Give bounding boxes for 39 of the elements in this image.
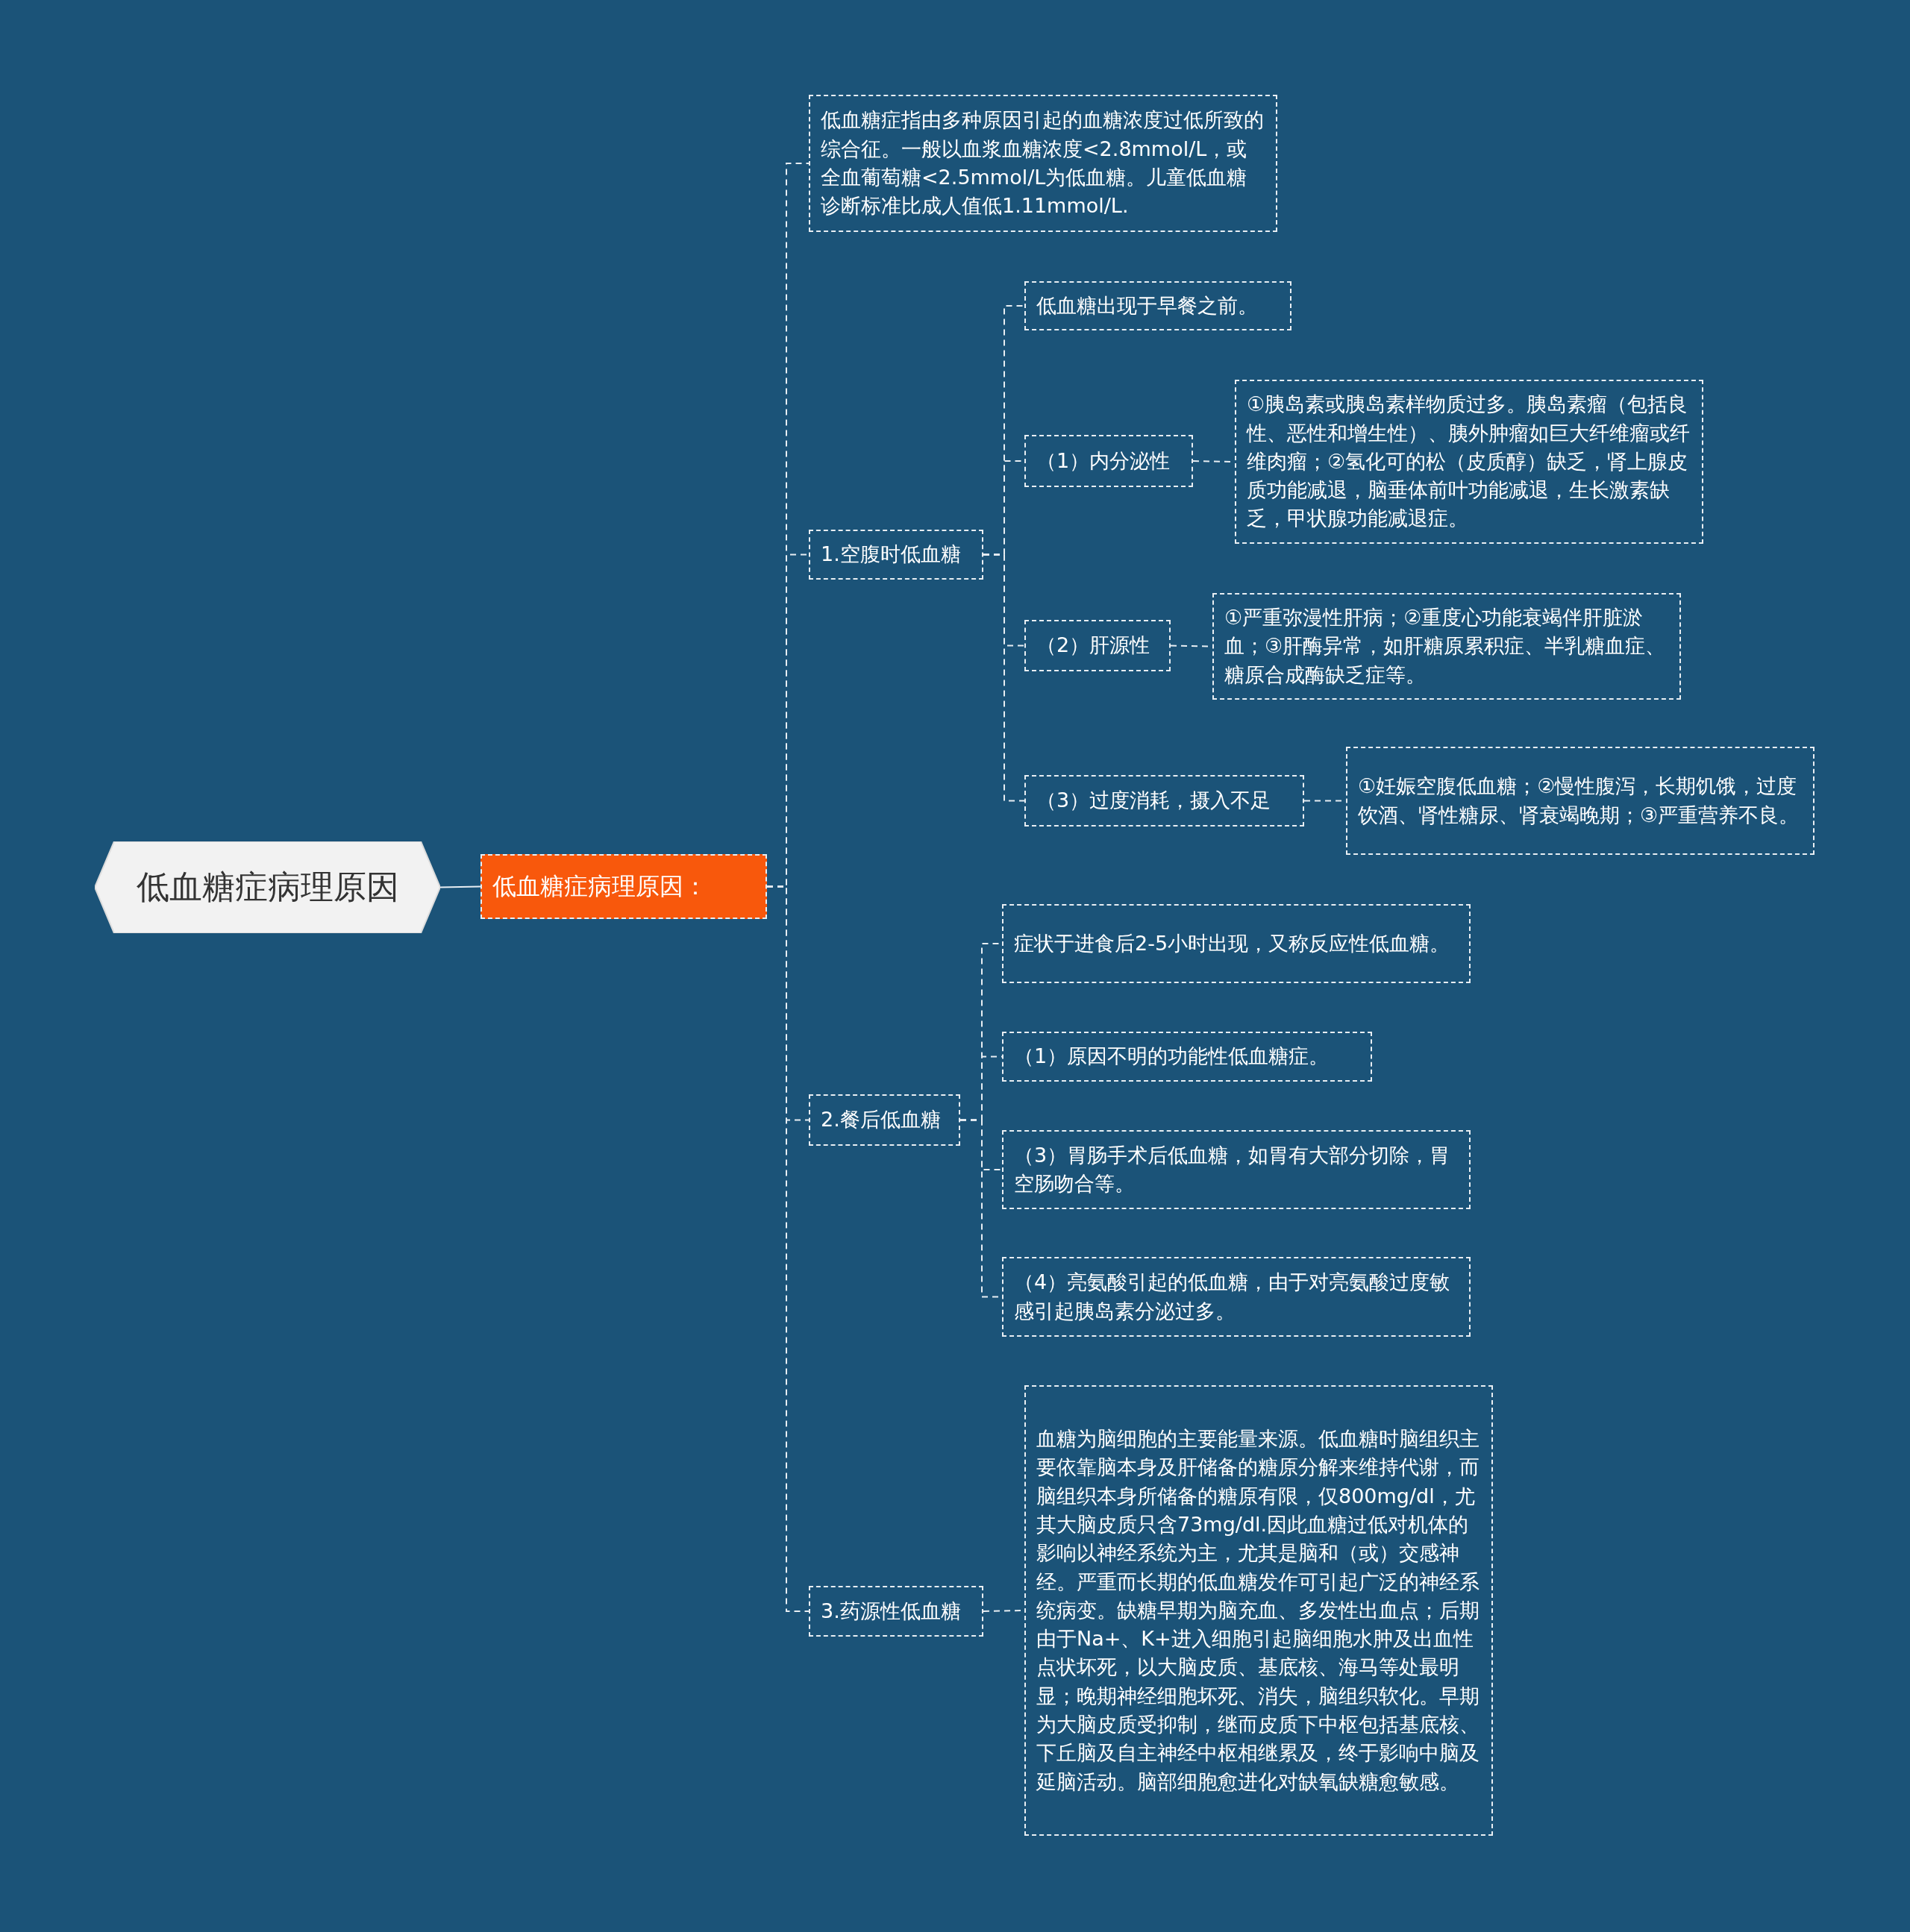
subtopic-box [1024,620,1171,671]
topic-text: 血糖为脑细胞的主要能量来源。低血糖时脑组织主要依靠脑本身及肝储备的糖原分解来维持代谢，而脑组织本身所储备的糖原有限，仅800mg/dl，尤其大脑皮质只含73mg/dl.因此血糖过低对机体的影响以神经系统为主，尤其是脑和（或）交感神经。严重而长期的低血糖发作可引起广泛的神经系统病变。缺糖早期为脑充血、多发性出血点；后期由于Na+、K+进入细胞引起脑细胞水肿及出血性点状坏死，以大脑皮质、基底核、海马等处最明显；晚期神经细胞坏死、消失，脑组织软化。早期为大脑皮质受抑制，继而皮质下中枢包括基底核、下丘脑及自主神经中枢相继累及，终于影响中脑及延脑活动。脑部细胞愈进化对缺氧缺糖愈敏感。 [1036,1426,1480,1795]
topic-text: （1）内分泌性 [1036,448,1171,474]
note-box [1002,1257,1471,1337]
topic-text: （2）肝源性 [1036,633,1150,659]
connector-line [439,885,481,888]
subtopic-box [809,1586,983,1637]
note-box [1002,1032,1372,1082]
topic-text: 低血糖出现于早餐之前。 [1036,292,1258,319]
topic-text: 3.药源性低血糖 [821,1598,961,1624]
note-box [1002,904,1471,983]
topic-text: （1）原因不明的功能性低血糖症。 [1014,1044,1330,1070]
topic-text: ①严重弥漫性肝病；②重度心功能衰竭伴肝脏淤血；③肝酶异常，如肝糖原累积症、半乳糖血症、糖原合成酶缺乏症等。 [1224,605,1667,688]
note-box [1024,281,1291,330]
subtopic-box [1024,775,1304,827]
topic-text: （3）胃肠手术后低血糖，如胃有大部分切除，胃空肠吻合等。 [1014,1142,1451,1196]
connector-line [983,553,1025,802]
note-box [1212,593,1681,700]
topic-text: 低血糖症指由多种原因引起的血糖浓度过低所致的综合征。一般以血浆血糖浓度<2.8mmol/L，或全血葡萄糖<2.5mmol/L为低血糖。儿童低血糖诊断标准比成人值低1.11mmol/L. [821,107,1265,219]
topic-text: 低血糖症病理原因： [492,871,707,902]
connector-line [766,885,810,1612]
note-box [1346,747,1814,855]
note-box [1024,1385,1493,1836]
topic-text: ①胰岛素或胰岛素样物质过多。胰岛素瘤（包括良性、恶性和增生性）、胰外肿瘤如巨大纤维瘤或纤维肉瘤；②氢化可的松（皮质醇）缺乏，肾上腺皮质功能减退，脑垂体前叶功能减退，生长激素缺乏，甲状腺功能减退症。 [1247,392,1691,532]
topic-text: ①妊娠空腹低血糖；②慢性腹泻，长期饥饿，过度饮酒、肾性糖尿、肾衰竭晚期；③严重营养不良。 [1358,774,1800,828]
subtopic-box [809,530,983,580]
note-box [1002,1130,1471,1209]
central-topic-hexagon [95,841,440,933]
topic-text: 症状于进食后2-5小时出现，又称反应性低血糖。 [1014,930,1450,956]
topic-text: （3）过度消耗，摄入不足 [1036,788,1271,814]
note-box [809,95,1277,232]
topic-text: （4）亮氨酸引起的低血糖，由于对亮氨酸过度敏感引起胰岛素分泌过多。 [1014,1270,1451,1324]
topic-text: 1.空腹时低血糖 [821,542,961,568]
subtopic-box [1024,435,1193,487]
subtopic-box [809,1094,960,1146]
note-box [1235,380,1703,544]
topic-text: 2.餐后低血糖 [821,1107,941,1133]
topic-text: 低血糖症病理原因 [136,867,399,908]
main-topic-box [480,854,767,919]
